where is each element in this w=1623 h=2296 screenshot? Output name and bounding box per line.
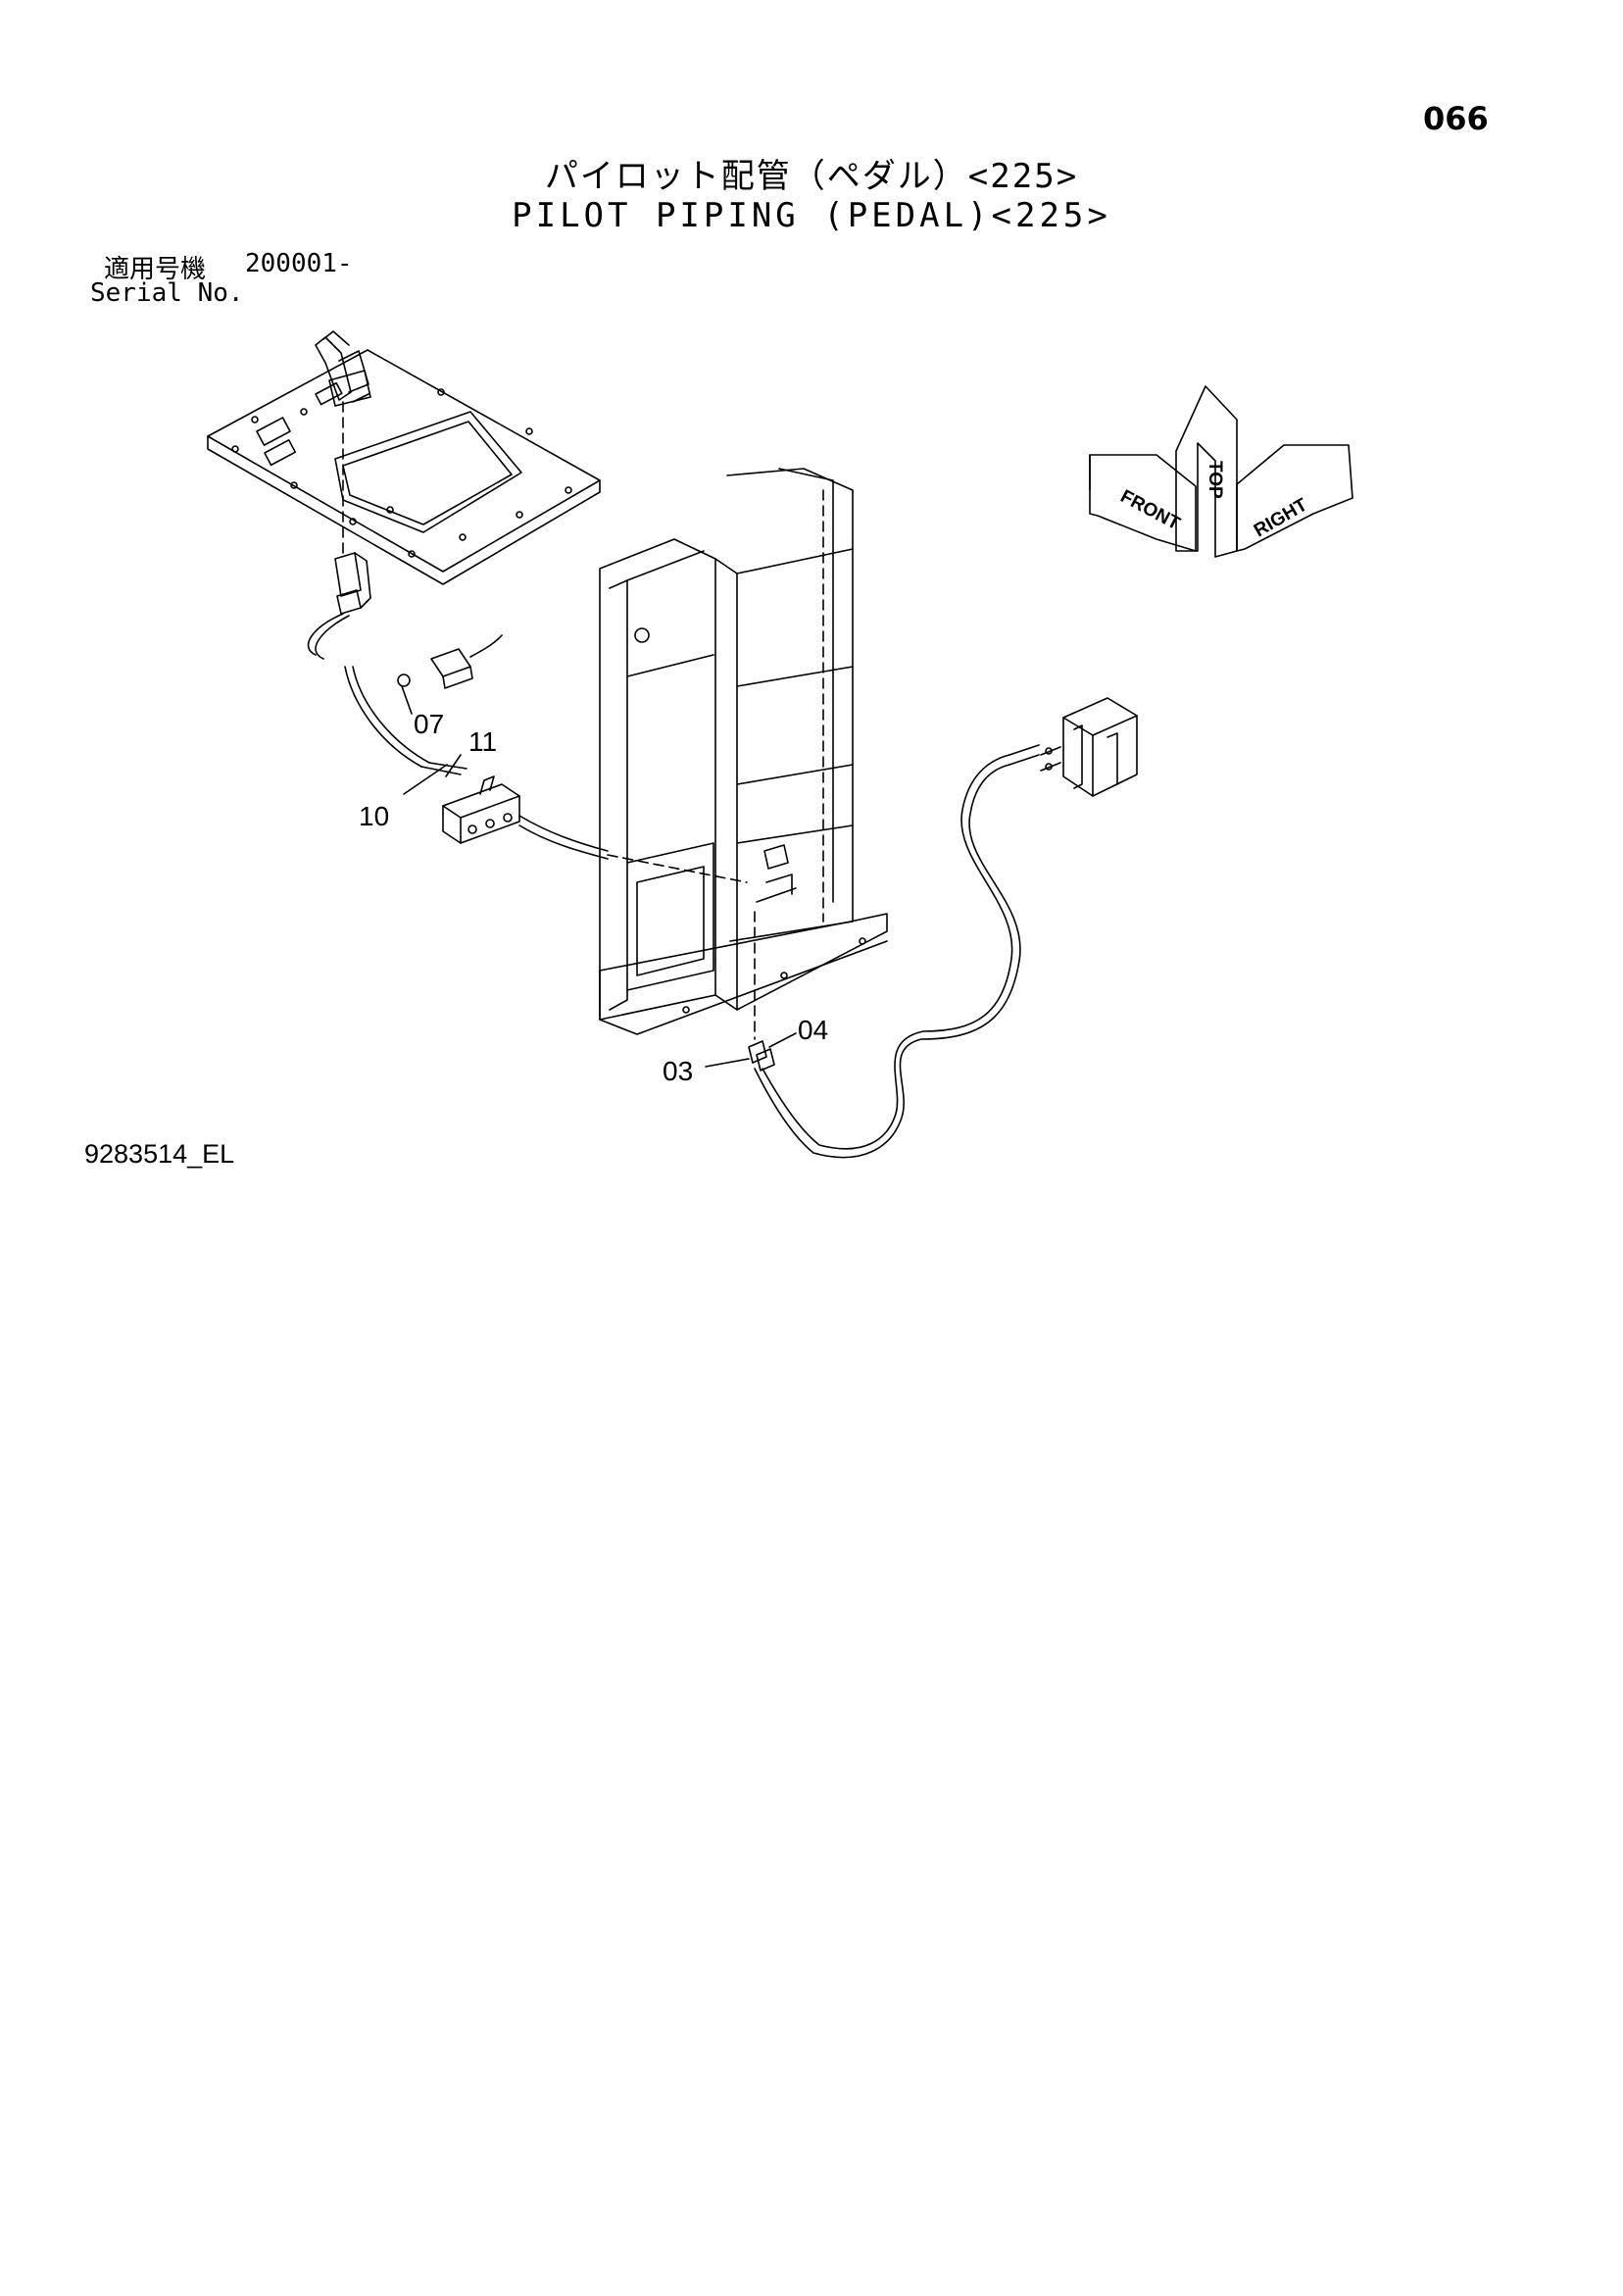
pilot-pedal: [315, 330, 371, 407]
control-valve: [1040, 697, 1138, 797]
direction-label-right: RIGHT: [1251, 494, 1311, 541]
small-valve-component: [397, 634, 503, 689]
long-hose: [754, 744, 1040, 1159]
page-title-japanese: パイロット配管（ペダル）<225>: [544, 157, 1079, 196]
leader-line: [768, 1032, 797, 1048]
leader-line: [403, 764, 448, 795]
drawing-number: 9283514_EL: [84, 1139, 235, 1169]
leader-line: [705, 1058, 750, 1068]
serial-label-japanese: 適用号機: [104, 255, 207, 284]
manifold-pipes: [518, 815, 609, 860]
manifold-block: [442, 775, 520, 844]
page-title-english: PILOT PIPING (PEDAL)<225>: [512, 196, 1111, 235]
serial-label-english: Serial No.: [90, 278, 244, 308]
pedal-hoses: [307, 613, 467, 775]
callout-07: 07: [414, 709, 444, 739]
column-frame: [599, 468, 888, 1035]
fittings: [748, 1040, 775, 1072]
pedal-valve: [334, 552, 371, 615]
direction-label-top: TOP: [1205, 461, 1225, 499]
floor-plate: [207, 349, 601, 585]
callout-04: 04: [798, 1015, 828, 1045]
direction-indicator: [1089, 385, 1353, 558]
callout-03: 03: [663, 1056, 693, 1086]
leader-line: [401, 685, 413, 715]
assembly-line: [607, 854, 748, 883]
serial-number-range: 200001-: [245, 249, 353, 278]
callout-10: 10: [359, 801, 389, 831]
page-number: 066: [1423, 100, 1489, 137]
leader-line: [445, 754, 462, 777]
callout-11: 11: [468, 726, 497, 757]
